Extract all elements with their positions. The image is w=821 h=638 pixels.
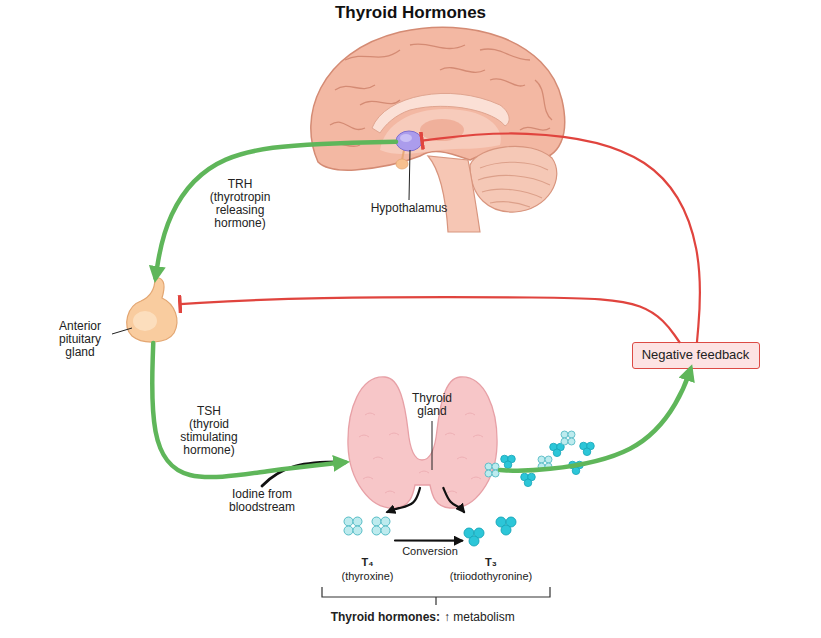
t3-molecule-icon xyxy=(580,442,595,455)
iodine-arrow xyxy=(262,462,340,486)
annotation-label: Iodine from bloodstream xyxy=(222,488,302,514)
t4-molecule-icon xyxy=(485,463,499,477)
conversion-arrow xyxy=(443,488,464,512)
t3-molecule-icon xyxy=(569,461,584,474)
edge-label: TRH (thyrotropin releasing hormone) xyxy=(205,178,275,230)
cerebellum-folds xyxy=(478,162,550,207)
hypothalamus-region: Hypothalamus xyxy=(396,130,422,152)
molecule-atom xyxy=(381,517,390,526)
brainstem xyxy=(428,156,480,232)
inhibition-line xyxy=(180,297,679,342)
pituitary-gland-outline xyxy=(125,278,180,343)
brain-pituitary xyxy=(396,159,408,169)
annotation-label: ↑ metabolism xyxy=(444,611,594,624)
node-label: (thyroxine) xyxy=(342,570,394,583)
fold-line xyxy=(480,162,548,170)
node-label: (triiodothyronine) xyxy=(450,570,533,583)
corpus-callosum xyxy=(372,93,509,133)
molecule-atom xyxy=(353,517,362,526)
gyrus-line xyxy=(335,85,375,90)
diencephalon xyxy=(380,109,501,154)
cerebellum xyxy=(470,146,557,212)
feedback-box: Negative feedback xyxy=(632,342,760,369)
bracket xyxy=(322,587,550,605)
pituitary-stalk xyxy=(402,150,404,160)
conversion-arrow xyxy=(387,488,420,512)
molecule-atom xyxy=(344,517,353,526)
brain-gyri xyxy=(330,44,552,146)
node-label: T₄ xyxy=(362,556,374,569)
node-label: Negative feedback xyxy=(633,343,758,367)
pituitary-highlight xyxy=(133,311,157,331)
gyrus-line xyxy=(535,80,552,120)
conversion-arrow xyxy=(395,539,462,541)
gyrus-line xyxy=(345,50,400,60)
thyroid-shape xyxy=(348,377,497,508)
stimulation-arrow xyxy=(152,343,345,477)
molecule-atom xyxy=(353,526,362,535)
gyrus-line xyxy=(480,49,530,60)
gyrus-line xyxy=(520,127,550,130)
edge-label: TSH (thyroid stimulating hormone) xyxy=(176,405,242,457)
edge-label: Conversion xyxy=(390,545,470,558)
molecule-atom xyxy=(372,526,381,535)
gyrus-line xyxy=(330,122,365,129)
t3-molecule-icon xyxy=(521,473,536,486)
gyrus-line xyxy=(440,68,485,73)
inhibition-line xyxy=(422,133,700,342)
hypothalamus-shape xyxy=(396,131,422,151)
molecule-atom xyxy=(381,526,390,535)
molecule-atom xyxy=(372,517,381,526)
t4-molecule-icon xyxy=(538,456,552,470)
gyrus-line xyxy=(330,144,360,147)
fold-line xyxy=(482,189,542,198)
molecule-atom xyxy=(501,525,511,535)
thalamus xyxy=(420,119,464,141)
thyroid-texture xyxy=(359,413,483,493)
fold-line xyxy=(490,202,530,207)
diagram-title: Thyroid Hormones xyxy=(0,3,821,23)
node-label: Anterior pituitary gland xyxy=(50,320,110,359)
fold-line xyxy=(478,175,550,185)
stimulation-arrow xyxy=(156,142,396,278)
leader-line xyxy=(409,150,410,200)
annotation-label: Thyroid hormones: xyxy=(290,611,440,624)
gyrus-line xyxy=(360,100,400,105)
node-label: Thyroid gland xyxy=(402,392,462,418)
molecule-atom xyxy=(344,526,353,535)
thyroid-gland: Thyroid gland xyxy=(345,375,500,488)
t3-molecule: T₃(triiodothyronine) xyxy=(462,512,520,584)
gyrus-line xyxy=(410,44,465,49)
t3-molecule-icon xyxy=(550,443,565,456)
node-label: T₃ xyxy=(485,556,497,569)
molecule-atom xyxy=(469,536,479,546)
pituitary-gland: Anterior pituitary gland xyxy=(125,278,180,343)
t4-molecule-icon xyxy=(561,431,575,445)
hypothalamus-highlight xyxy=(400,134,412,142)
gyrus-line xyxy=(490,79,525,86)
stimulation-arrow xyxy=(500,369,691,471)
t4-molecule: T₄(thyroxine) xyxy=(340,512,395,584)
node-label: Hypothalamus xyxy=(354,202,464,215)
t3-molecule-icon xyxy=(501,455,516,468)
hypothalamus-region-outline xyxy=(396,130,422,152)
cerebrum xyxy=(311,27,565,170)
leader-line xyxy=(112,328,132,334)
pituitary-shape xyxy=(127,278,177,342)
leader-line xyxy=(432,421,433,470)
